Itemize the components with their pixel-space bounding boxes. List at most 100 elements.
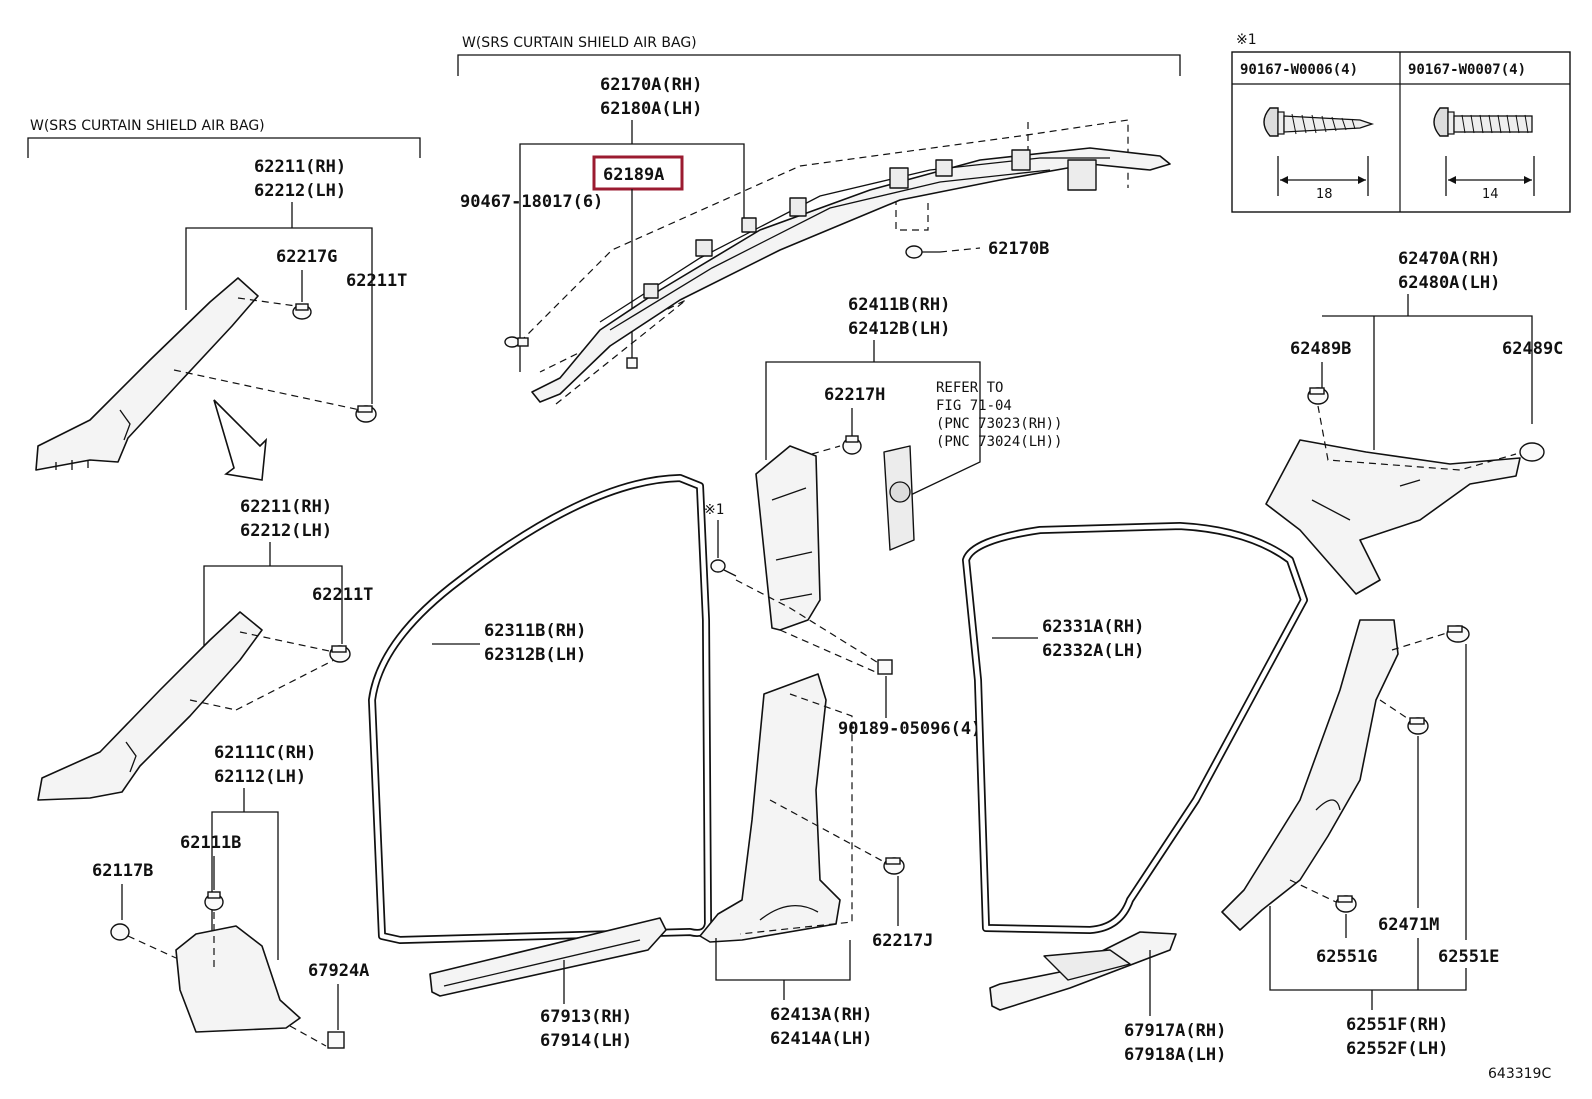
highlight-box <box>592 155 684 191</box>
label-67913: 67913(RH) <box>540 1007 632 1027</box>
label-67914: 67914(LH) <box>540 1031 632 1051</box>
label-62412B: 62412B(LH) <box>848 319 950 339</box>
label-62471M: 62471M <box>1378 915 1439 935</box>
label-62189A[interactable]: 62189A <box>603 165 664 185</box>
marker-1: ※1 <box>704 502 724 518</box>
label-62411B: 62411B(RH) <box>848 295 950 315</box>
package-tray-side-trim-part <box>1265 439 1521 595</box>
label-62111C: 62111C(RH) <box>214 743 316 763</box>
rear-door-weatherstrip: 62331A(RH) 62332A(LH) <box>962 522 1308 934</box>
clip-62217J-icon <box>883 857 905 875</box>
label-62217H: 62217H <box>824 385 885 405</box>
label-62312B: 62312B(LH) <box>484 645 586 665</box>
screw-icon <box>504 336 529 348</box>
section-top-header: W(SRS CURTAIN SHIELD AIR BAG) <box>457 35 1181 76</box>
label-62211T-lower: 62211T <box>312 585 373 605</box>
screw-62170B-icon <box>905 245 940 259</box>
label-62331A: 62331A(RH) <box>1042 617 1144 637</box>
bracket <box>789 197 807 217</box>
bracket <box>889 167 909 189</box>
bracket <box>935 159 953 177</box>
screw-1-icon <box>710 559 737 577</box>
label-62332A: 62332A(LH) <box>1042 641 1144 661</box>
airbag-body <box>531 147 1171 403</box>
fastener-col1-part: 90167-W0006(4) <box>1240 62 1358 78</box>
fastener-table: ※1 90167-W0006(4) 90167-W0007(4) 18 14 <box>1231 32 1571 213</box>
label-62552F: 62552F(LH) <box>1346 1039 1448 1059</box>
front-door-weatherstrip: 62311B(RH) 62312B(LH) <box>368 474 712 944</box>
label-62170A: 62170A(RH) <box>600 75 702 95</box>
center-pillar-upper-garnish: 62411B(RH) 62412B(LH) 62217H REFER TO FI… <box>704 295 1062 739</box>
clip-62489C-icon <box>1519 442 1545 462</box>
rear-scuff-plate: 67917A(RH) 67918A(LH) <box>989 931 1226 1065</box>
label-62211-upper: 62211(RH) <box>254 157 346 177</box>
bracket <box>1067 159 1097 191</box>
reference-note-line4: (PNC 73024(LH)) <box>936 434 1062 450</box>
highlighted-part-62189A[interactable]: 62189A <box>592 155 684 191</box>
rear-door-seal-outline <box>962 522 1308 934</box>
label-90467-18017: 90467-18017(6) <box>460 192 603 212</box>
clip-62211T-lower-icon <box>329 645 351 663</box>
clip-62117B-icon <box>110 923 130 941</box>
clip-62551G-icon <box>1335 895 1357 913</box>
bracket <box>643 283 659 299</box>
cowl-side-trim: 62111C(RH) 62112(LH) 62111B 62117B 67924… <box>92 743 369 1049</box>
label-62112: 62112(LH) <box>214 767 306 787</box>
clip-62111B-icon <box>204 891 224 911</box>
a-pillar-garnish-lower: 62211(RH) 62212(LH) 62211T <box>37 497 373 801</box>
label-62489B: 62489B <box>1290 339 1351 359</box>
fastener-col1-length: 18 <box>1316 187 1333 202</box>
label-67917A: 67917A(RH) <box>1124 1021 1226 1041</box>
curtain-airbag-assembly: 62170A(RH) 62180A(LH) 90467-18017(6) 621… <box>460 75 1171 405</box>
front-scuff-plate: 67913(RH) 67914(LH) <box>429 917 667 1051</box>
figure-code: 643319C <box>1488 1066 1551 1082</box>
label-90189-05096: 90189-05096(4) <box>838 719 981 739</box>
label-62551F: 62551F(RH) <box>1346 1015 1448 1035</box>
clip-62551E-icon <box>1446 625 1470 643</box>
label-62414A: 62414A(LH) <box>770 1029 872 1049</box>
label-62111B: 62111B <box>180 833 241 853</box>
label-62117B: 62117B <box>92 861 153 881</box>
clip-62217G-icon <box>292 303 312 320</box>
label-62180A: 62180A(LH) <box>600 99 702 119</box>
label-62413A: 62413A(RH) <box>770 1005 872 1025</box>
label-62217G: 62217G <box>276 247 337 267</box>
label-67918A: 67918A(LH) <box>1124 1045 1226 1065</box>
reference-note-line1: REFER TO <box>936 380 1003 396</box>
center-pillar-lower-garnish-part <box>699 673 841 943</box>
cowl-side-trim-part <box>175 925 301 1033</box>
quarter-trim-part <box>1221 619 1399 931</box>
label-62470A: 62470A(RH) <box>1398 249 1500 269</box>
reference-note-line2: FIG 71-04 <box>936 398 1012 414</box>
label-62212-upper: 62212(LH) <box>254 181 346 201</box>
label-62212-lower: 62212(LH) <box>240 521 332 541</box>
bracket <box>1011 149 1031 171</box>
clip-62489B-icon <box>1307 387 1329 405</box>
section-left-title: W(SRS CURTAIN SHIELD AIR BAG) <box>30 118 265 134</box>
label-62211T-upper: 62211T <box>346 271 407 291</box>
section-top-title: W(SRS CURTAIN SHIELD AIR BAG) <box>462 35 697 51</box>
quarter-trim: 62471M 62551G 62551E 62551F(RH) 62552F(L… <box>1221 619 1499 1059</box>
label-62217J: 62217J <box>872 931 933 951</box>
a-pillar-garnish-upper-part <box>35 277 259 471</box>
clip-67924A-icon <box>327 1031 345 1049</box>
label-62170B: 62170B <box>988 239 1049 259</box>
clip-62211T-upper-icon <box>355 405 377 423</box>
front-scuff-plate-part <box>429 917 667 997</box>
front-door-seal-outline <box>368 474 712 944</box>
fastener-col2-part: 90167-W0007(4) <box>1408 62 1526 78</box>
clip-90189-icon <box>877 659 893 675</box>
screw-14-icon <box>1433 107 1533 137</box>
label-62551G: 62551G <box>1316 947 1377 967</box>
label-62211-lower: 62211(RH) <box>240 497 332 517</box>
bracket <box>695 239 713 257</box>
center-pillar-lower-garnish: 62217J 62413A(RH) 62414A(LH) <box>699 673 933 1049</box>
arrow-down-icon <box>213 399 268 481</box>
section-left-header: W(SRS CURTAIN SHIELD AIR BAG) <box>27 118 421 158</box>
package-tray-side-trim: 62470A(RH) 62480A(LH) 62489B 62489C <box>1265 249 1563 595</box>
fastener-col2-length: 14 <box>1482 187 1499 202</box>
clip-62217H-icon <box>842 435 862 455</box>
clip-62471M-icon <box>1407 717 1429 735</box>
label-62311B: 62311B(RH) <box>484 621 586 641</box>
